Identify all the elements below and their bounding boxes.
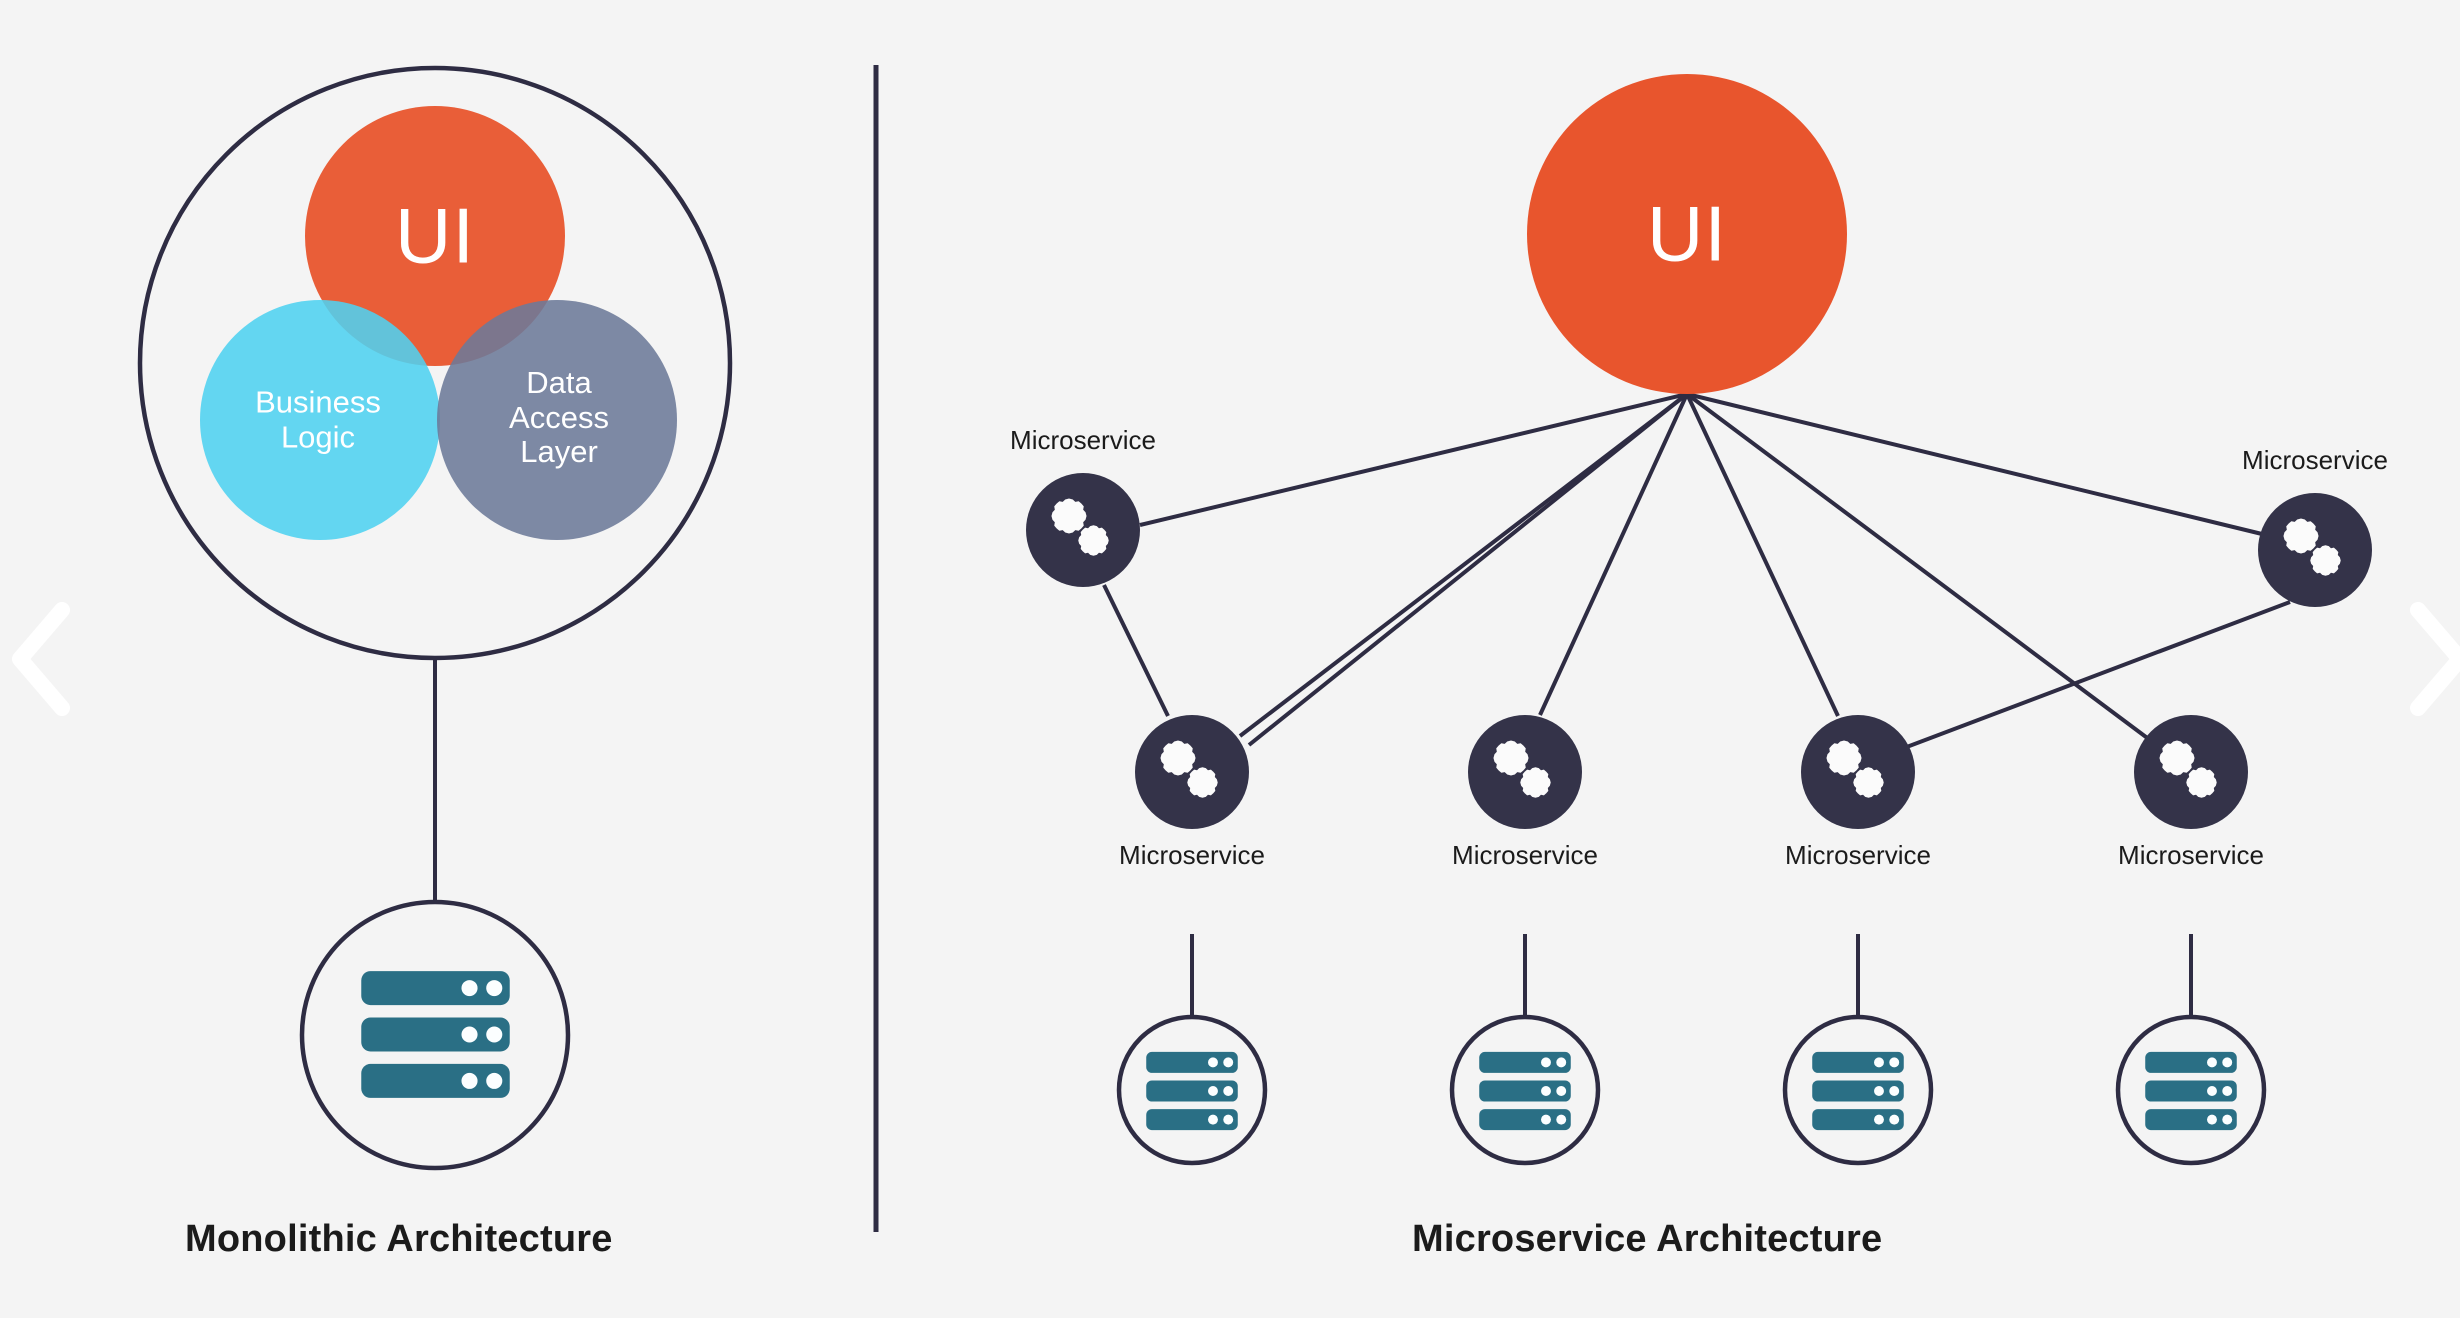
- edge-ms-bottom-1-to-ui: [1238, 392, 1689, 738]
- edge-ui-to-ms-bottom-1: [1247, 392, 1689, 747]
- monolith-database-icon: [361, 971, 510, 1098]
- monolith-database-circle: [299, 899, 571, 1171]
- next-slide-chevron-right-icon[interactable]: [2400, 598, 2460, 720]
- database-icon: [1146, 1051, 1238, 1131]
- ms-bottom-3-label: Microservice: [1785, 840, 1931, 870]
- monolith-business-logic-circle: [200, 300, 440, 540]
- ms-bottom-4[interactable]: [2134, 715, 2248, 829]
- edge-ms-top-right-to-bottom-3: [1903, 600, 2291, 750]
- edge-ui-to-ms-bottom-4: [1685, 392, 2152, 742]
- microservice-ui-circle: [1527, 74, 1847, 394]
- monolith-panel-title: Monolithic Architecture: [185, 1218, 613, 1260]
- database-icon: [1812, 1051, 1904, 1131]
- prev-slide-chevron-left-icon[interactable]: [4, 598, 80, 720]
- edge-ui-to-ms-top-left: [1139, 392, 1688, 527]
- edge-ui-to-ms-bottom-2: [1538, 393, 1689, 716]
- edge-ui-to-ms-top-right: [1686, 392, 2263, 536]
- ms-bottom-1[interactable]: [1135, 715, 1249, 829]
- ms-bottom-3[interactable]: [1801, 715, 1915, 829]
- ms-top-right-label: Microservice: [2242, 445, 2388, 475]
- monolith-data-access-circle: [437, 300, 677, 540]
- monolith-group: [137, 65, 733, 1171]
- edge-ms-top-left-to-bottom-1: [1102, 584, 1170, 717]
- microservice-databases: [1116, 934, 2267, 1166]
- ms-top-left[interactable]: [1026, 473, 1140, 587]
- db-4-circle: [2115, 1014, 2267, 1166]
- ms-bottom-2[interactable]: [1468, 715, 1582, 829]
- ms-top-right[interactable]: [2258, 493, 2372, 607]
- monolith-ui-circle: [305, 106, 565, 366]
- db-1-circle: [1116, 1014, 1268, 1166]
- db-2-circle: [1449, 1014, 1601, 1166]
- ms-top-left-label: Microservice: [1010, 425, 1156, 455]
- ms-bottom-2-label: Microservice: [1452, 840, 1598, 870]
- ms-bottom-4-label: Microservice: [2118, 840, 2264, 870]
- ms-bottom-1-label: Microservice: [1119, 840, 1265, 870]
- edge-ui-to-ms-bottom-3: [1685, 393, 1840, 717]
- database-icon: [2145, 1051, 2237, 1131]
- microservice-edges: [1102, 392, 2291, 750]
- db-3-circle: [1782, 1014, 1934, 1166]
- microservice-panel-title: Microservice Architecture: [1412, 1218, 1883, 1260]
- database-icon: [1479, 1051, 1571, 1131]
- microservice-nodes: [1026, 473, 2372, 829]
